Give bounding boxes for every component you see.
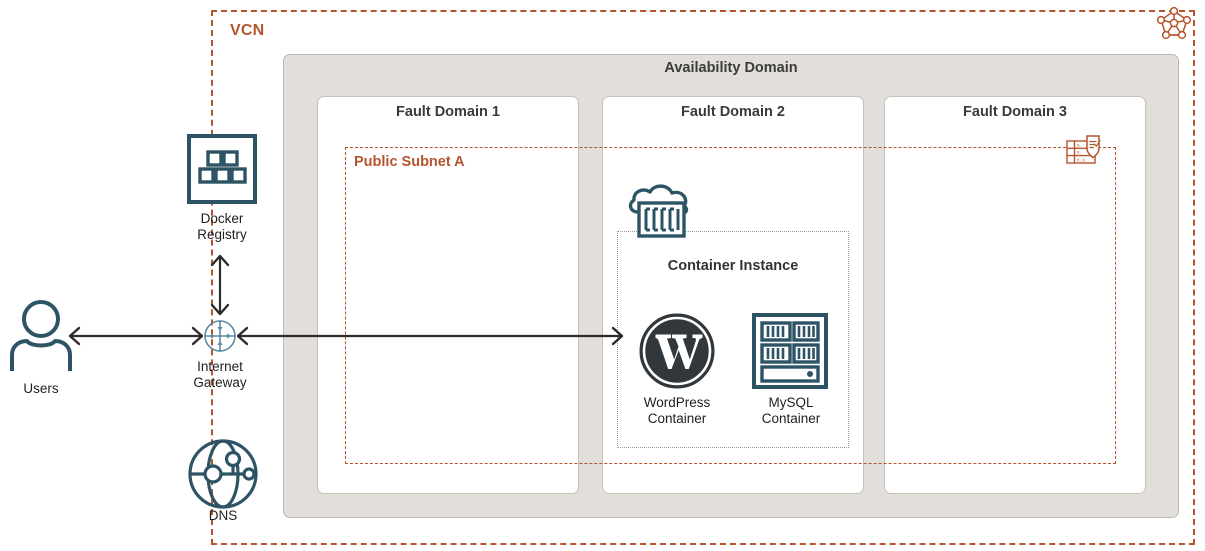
svg-text:x.: x. — [1077, 150, 1081, 156]
connector-internet-gateway-to-container-instance — [230, 322, 630, 350]
svg-text:x. x.: x. x. — [1077, 157, 1086, 163]
dns-globe-icon — [186, 437, 260, 511]
wordpress-container-caption: WordPress Container — [620, 395, 734, 427]
users-label-line1: Users — [23, 381, 59, 396]
server-rack-icon — [750, 311, 830, 391]
connector-docker-registry-to-internet-gateway — [204, 248, 234, 322]
connector-users-to-internet-gateway — [60, 322, 212, 350]
fault-domain-2-title: Fault Domain 2 — [681, 104, 785, 120]
internet-gateway-label-line1: Internet — [197, 359, 243, 374]
user-person-icon — [8, 299, 74, 373]
mysql-container-label-line1: MySQL — [768, 395, 814, 410]
svg-text:x.: x. — [1077, 143, 1081, 149]
mysql-container-label-line2: Container — [761, 411, 821, 426]
internet-gateway-label-line2: Gateway — [193, 375, 247, 390]
internet-gateway-caption: Internet Gateway — [158, 359, 282, 391]
docker-registry-label-line1: Docker — [200, 211, 244, 226]
internet-gateway-icon — [200, 316, 240, 356]
docker-registry-icon — [186, 133, 258, 205]
wordpress-logo-icon — [637, 311, 717, 391]
fault-domain-2-container — [602, 96, 864, 494]
docker-registry-caption: Docker Registry — [160, 211, 284, 243]
availability-domain-title: Availability Domain — [664, 60, 798, 76]
cloud-container-icon — [626, 182, 698, 244]
fault-domain-1-container — [317, 96, 579, 494]
dns-label-line1: DNS — [208, 508, 238, 523]
docker-registry-label-line2: Registry — [197, 227, 247, 242]
users-caption: Users — [0, 381, 91, 397]
container-instance-title: Container Instance — [667, 258, 799, 274]
vcn-label: VCN — [230, 22, 265, 39]
fault-domain-1-title: Fault Domain 1 — [396, 104, 500, 120]
public-subnet-label: Public Subnet A — [354, 154, 465, 170]
security-list-shield-icon: x. x. x. x. — [1063, 129, 1107, 173]
dns-caption: DNS — [168, 508, 278, 524]
vcn-network-icon — [1152, 2, 1196, 46]
mysql-container-caption: MySQL Container — [734, 395, 848, 427]
public-subnet-boundary — [345, 147, 1116, 464]
wordpress-container-label-line1: WordPress — [643, 395, 711, 410]
fault-domain-3-container — [884, 96, 1146, 494]
fault-domain-3-title: Fault Domain 3 — [963, 104, 1067, 120]
vcn-boundary — [211, 10, 1195, 545]
wordpress-container-label-line2: Container — [647, 411, 707, 426]
